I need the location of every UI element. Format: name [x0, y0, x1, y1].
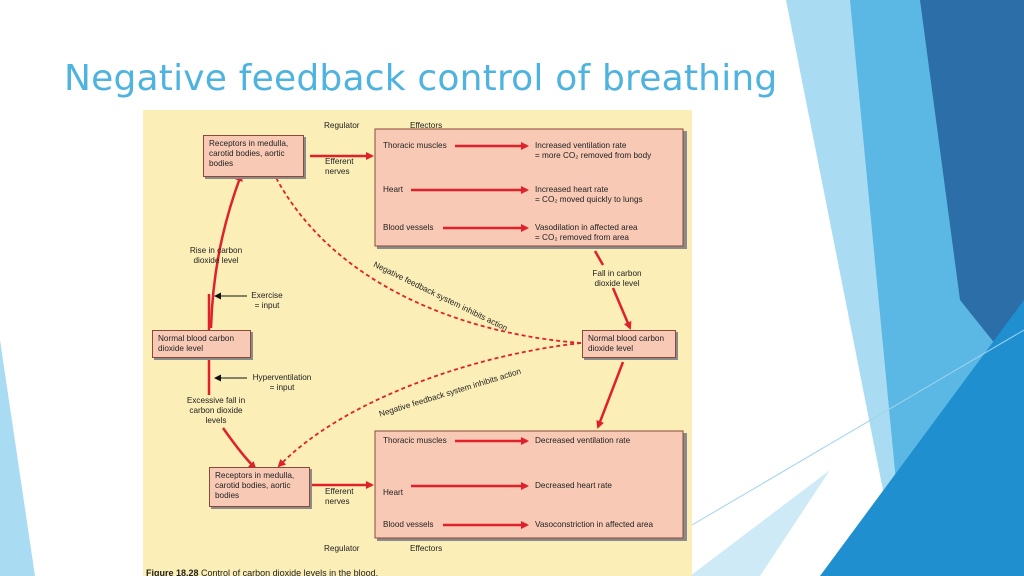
deco-line — [691, 329, 1024, 526]
deco-shape-blue — [820, 300, 1024, 576]
result3-top-line1: Vasodilation in affected area — [535, 223, 638, 232]
feedback-dashed-lower — [277, 342, 582, 468]
regulator-heading-top: Regulator — [324, 121, 360, 130]
efferent-top-line1: Efferent — [325, 157, 354, 166]
result2-top-line2: = CO₂ moved quickly to lungs — [535, 195, 643, 204]
normal-left-line1: Normal blood carbon — [158, 334, 235, 343]
exercise-line2: = input — [254, 301, 280, 310]
normal-left-line2: dioxide level — [158, 344, 204, 353]
hyperventilation-input-label: Hyperventilation = input — [247, 373, 317, 393]
result1-top-line2: = more CO₂ removed from body — [535, 151, 652, 160]
regulator-heading-bottom: Regulator — [324, 544, 360, 553]
result3-top-line2: = CO₂ removed from area — [535, 233, 629, 242]
diagram-arrows — [207, 128, 687, 541]
result-vessels-top: Vasodilation in affected area = CO₂ remo… — [535, 223, 638, 243]
effector-heart-bottom: Heart — [383, 488, 404, 497]
effector-thoracic-top: Thoracic muscles — [383, 141, 447, 150]
fall-left-line1: Excessive fall in — [186, 396, 246, 405]
fall-right-line2: dioxide level — [594, 279, 640, 288]
effectors-heading-bottom: Effectors — [410, 544, 443, 553]
efferent-nerves-bottom: Efferent nerves — [325, 487, 354, 507]
efferent-top-line2: nerves — [325, 167, 350, 176]
effector-thoracic-bottom: Thoracic muscles — [383, 436, 447, 445]
receptors-top-line1: Receptors in medulla, — [209, 139, 289, 148]
receptors-box-top: Receptors in medulla, carotid bodies, ao… — [203, 135, 304, 177]
fall-right-line1: Fall in carbon — [592, 269, 642, 278]
result-heart-top: Increased heart rate = CO₂ moved quickly… — [535, 185, 643, 205]
fall-left-line2: carbon dioxide — [189, 406, 243, 415]
exercise-line1: Exercise — [251, 291, 283, 300]
result-ventilation-bottom: Decreased ventilation rate — [535, 436, 631, 445]
receptors-top-line3: bodies — [209, 159, 234, 168]
rise-line2: dioxide level — [193, 256, 239, 265]
normal-right-line1: Normal blood carbon — [588, 334, 665, 343]
arrow-fall-to-normal — [611, 287, 632, 330]
effectors-heading-top: Effectors — [410, 121, 443, 130]
arrow-normal-to-bottom-panel — [596, 361, 625, 429]
deco-shape-bottom — [690, 470, 830, 576]
figure-caption-text: Control of carbon dioxide levels in the … — [201, 568, 379, 576]
hyper-line2: = input — [269, 383, 295, 392]
exercise-input-label: Exercise = input — [247, 291, 287, 311]
result-ventilation-top: Increased ventilation rate = more CO₂ re… — [535, 141, 651, 161]
rise-co2-label: Rise in carbon dioxide level — [181, 246, 251, 266]
effector-vessels-top: Blood vessels — [383, 223, 434, 232]
arrow-top-panel-to-fall — [593, 250, 605, 266]
top-effector-panel — [374, 128, 684, 247]
result1-top-line1: Increased ventilation rate — [535, 141, 627, 150]
receptors-box-bottom: Receptors in medulla, carotid bodies, ao… — [209, 467, 310, 507]
result-vessels-bottom: Vasoconstriction in affected area — [535, 520, 654, 529]
receptors-bottom-line3: bodies — [215, 491, 240, 500]
feedback-diagram: Regulator Effectors Receptors in medulla… — [143, 110, 692, 576]
efferent-nerves-top: Efferent nerves — [325, 157, 354, 177]
result2-top-line1: Increased heart rate — [535, 185, 609, 194]
effector-vessels-bottom: Blood vessels — [383, 520, 434, 529]
bottom-effector-panel — [374, 430, 684, 539]
figure-caption: Figure 18.28 Control of carbon dioxide l… — [146, 568, 378, 576]
rise-line1: Rise in carbon — [189, 246, 243, 255]
excessive-fall-label: Excessive fall in carbon dioxide levels — [181, 396, 251, 426]
fall-left-line3: levels — [205, 416, 227, 425]
receptors-bottom-line2: carotid bodies, aortic — [215, 481, 291, 490]
efferent-bottom-line1: Efferent — [325, 487, 354, 496]
normal-right-line2: dioxide level — [588, 344, 634, 353]
deco-shape-dark — [920, 0, 1024, 380]
normal-co2-box-left: Normal blood carbon dioxide level — [152, 330, 251, 358]
efferent-bottom-line2: nerves — [325, 497, 350, 506]
fall-co2-label-right: Fall in carbon dioxide level — [577, 269, 657, 289]
slide-title: Negative feedback control of breathing — [64, 58, 778, 99]
result-heart-bottom: Decreased heart rate — [535, 481, 612, 490]
receptors-top-line2: carotid bodies, aortic — [209, 149, 285, 158]
figure-caption-label: Figure 18.28 — [146, 568, 199, 576]
effector-heart-top: Heart — [383, 185, 404, 194]
receptors-bottom-line1: Receptors in medulla, — [215, 471, 295, 480]
normal-co2-box-right: Normal blood carbon dioxide level — [582, 330, 676, 358]
arrow-rise-to-receptors — [209, 173, 243, 329]
feedback-dashed-upper — [272, 170, 582, 344]
arrow-fall-to-receptors — [221, 427, 257, 470]
hyper-line1: Hyperventilation — [252, 373, 312, 382]
deco-left-bar — [0, 340, 35, 576]
